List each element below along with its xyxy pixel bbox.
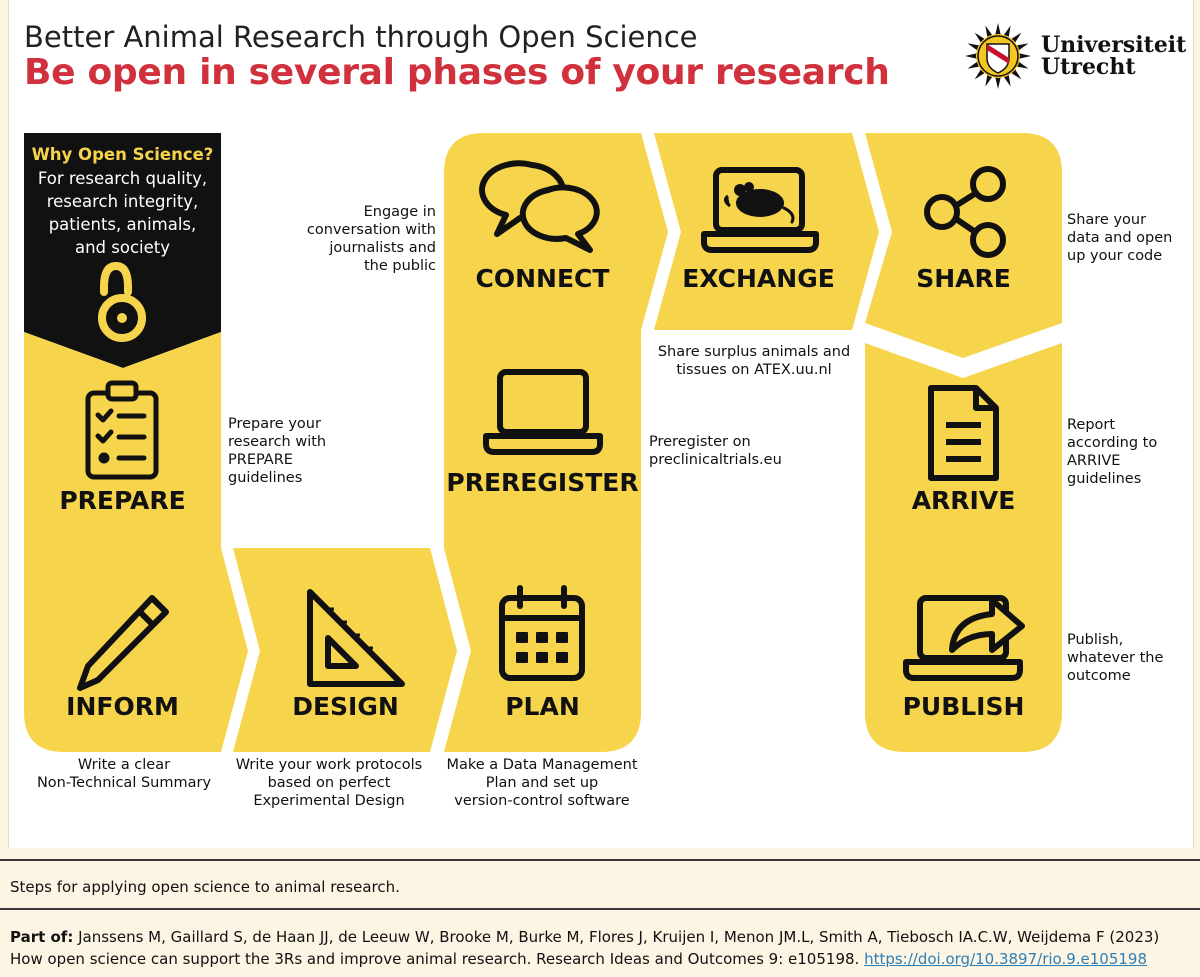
desc-line: whatever the [1067, 650, 1164, 666]
preregister-label: PREREGISTER [446, 468, 639, 497]
why-line: research integrity, [46, 192, 199, 211]
desc-line: Engage in [363, 204, 436, 220]
inform-label: INFORM [66, 692, 179, 721]
reference-label: Part of: [10, 928, 74, 946]
design-description: Write your work protocols based on perfe… [222, 756, 436, 810]
connect-description: Engage in conversation with journalists … [296, 203, 436, 275]
arrive-description: Report according to ARRIVE guidelines [1067, 416, 1192, 488]
desc-line: Experimental Design [253, 793, 405, 809]
desc-line: research with [228, 434, 327, 450]
desc-line: guidelines [1067, 471, 1142, 487]
desc-line: according to [1067, 435, 1158, 451]
university-name-line2: Utrecht [1041, 54, 1136, 80]
desc-line: Share surplus animals and [657, 344, 851, 360]
figure-caption: Steps for applying open science to anima… [10, 878, 400, 896]
desc-line: Write a clear [77, 757, 171, 773]
preregister-description: Preregister on preclinicaltrials.eu [649, 433, 829, 469]
desc-line: the public [363, 258, 436, 274]
share-label: SHARE [916, 264, 1011, 293]
open-access-lock-icon [98, 261, 146, 342]
supertitle: Better Animal Research through Open Scie… [24, 20, 698, 54]
clipboard-checklist-icon [85, 380, 159, 480]
desc-line: data and open [1067, 230, 1173, 246]
desc-line: Report [1067, 417, 1116, 433]
plan-label: PLAN [505, 692, 580, 721]
desc-line: journalists and [329, 240, 436, 256]
design-tile [233, 548, 457, 752]
desc-line: Plan and set up [485, 775, 599, 791]
divider [0, 859, 1200, 861]
why-banner [24, 133, 221, 368]
reference: Part of: Janssens M, Gaillard S, de Haan… [10, 926, 1190, 970]
desc-line: Write your work protocols [235, 757, 423, 773]
document-icon [928, 385, 999, 481]
design-label: DESIGN [292, 692, 399, 721]
desc-line: preclinicaltrials.eu [649, 452, 782, 468]
doi-link[interactable]: https://doi.org/10.3897/rio.9.e105198 [864, 950, 1148, 968]
preregister-tile [444, 305, 641, 548]
reference-text: Janssens M, Gaillard S, de Haan JJ, de L… [10, 928, 1160, 968]
desc-line: Prepare your [228, 416, 321, 432]
arrive-label: ARRIVE [911, 486, 1016, 515]
desc-line: ARRIVE [1067, 453, 1121, 469]
set-square-ruler-icon [307, 589, 405, 687]
page-title: Be open in several phases of your resear… [24, 52, 890, 93]
desc-line: Make a Data Management [446, 757, 638, 773]
laptop-mouse-icon [701, 167, 819, 253]
university-seal-icon [965, 23, 1031, 89]
divider [0, 908, 1200, 910]
arrive-tile [865, 343, 1062, 548]
inform-tile [24, 548, 248, 752]
desc-line: guidelines [228, 470, 303, 486]
share-tile [865, 133, 1062, 358]
desc-line: conversation with [306, 222, 436, 238]
why-line: and society [74, 238, 171, 257]
connect-label: CONNECT [475, 264, 610, 293]
why-body: For research quality, research integrity… [24, 167, 221, 259]
share-nodes-icon [924, 166, 1006, 258]
desc-line: Preregister on [649, 434, 751, 450]
laptop-share-arrow-icon [903, 595, 1025, 681]
university-name: Universiteit Utrecht [1041, 34, 1186, 78]
desc-line: Publish, [1067, 632, 1124, 648]
desc-line: outcome [1067, 668, 1131, 684]
prepare-tile [24, 332, 221, 548]
desc-line: up your code [1067, 248, 1163, 264]
exchange-description: Share surplus animals and tissues on ATE… [648, 343, 860, 379]
plan-description: Make a Data Management Plan and set up v… [432, 756, 652, 810]
why-title: Why Open Science? [31, 145, 214, 164]
why-line: patients, animals, [48, 215, 197, 234]
speech-bubbles-icon [479, 160, 600, 253]
prepare-label: PREPARE [59, 486, 186, 515]
desc-line: tissues on ATEX.uu.nl [676, 362, 832, 378]
desc-line: Share your [1067, 212, 1147, 228]
desc-line: based on perfect [267, 775, 391, 791]
desc-line: version-control software [454, 793, 630, 809]
share-description: Share your data and open up your code [1067, 211, 1192, 265]
inform-description: Write a clear Non-Technical Summary [14, 756, 234, 792]
publish-label: PUBLISH [902, 692, 1025, 721]
laptop-icon [483, 369, 603, 455]
desc-line: Non-Technical Summary [36, 775, 212, 791]
why-line: For research quality, [37, 169, 208, 188]
pencil-icon [77, 595, 169, 691]
calendar-icon [499, 585, 585, 681]
prepare-description: Prepare your research with PREPARE guide… [228, 415, 358, 487]
phases-diagram [24, 133, 1062, 752]
university-name-line1: Universiteit [1041, 32, 1187, 58]
exchange-label: EXCHANGE [682, 264, 835, 293]
publish-description: Publish, whatever the outcome [1067, 631, 1192, 685]
desc-line: PREPARE [228, 452, 293, 468]
